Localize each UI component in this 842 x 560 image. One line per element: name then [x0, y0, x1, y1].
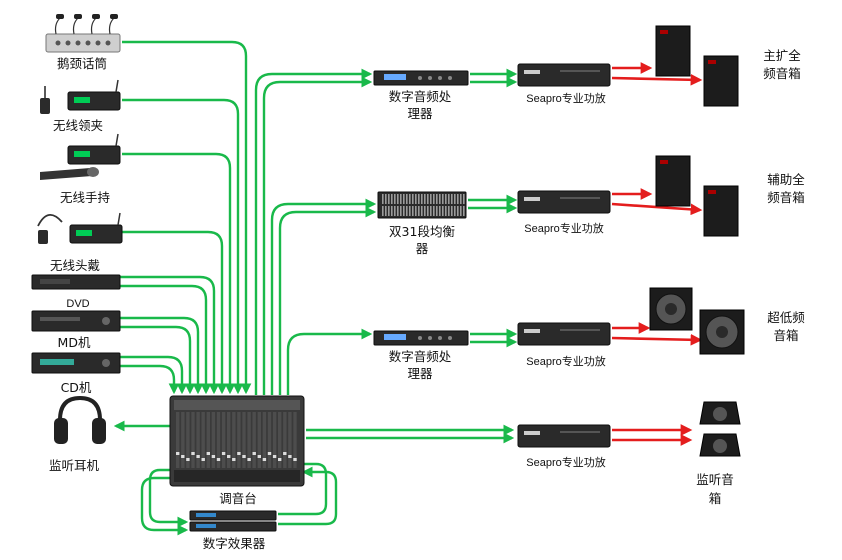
line-gooseneck — [122, 40, 252, 395]
dsp1-label-line1: 数字音频处 — [389, 89, 452, 104]
source-signal-lines — [120, 40, 252, 395]
sub-speaker-label-line2: 音箱 — [773, 328, 798, 343]
wireless-headset-receiver-rack — [31, 274, 121, 290]
processor-to-amp-lines — [468, 68, 518, 348]
line-handheld — [122, 152, 236, 395]
line-lavalier — [122, 98, 244, 395]
line-headset-mic — [122, 230, 228, 395]
main-speaker-label-line1: 主扩全 — [763, 48, 801, 63]
sub-speaker-label-line1: 超低频 — [767, 310, 805, 325]
wireless-headset-label: 无线头戴 — [50, 258, 100, 273]
amplifier-aux — [517, 190, 611, 214]
wireless-headset-devices — [37, 212, 123, 244]
out-eq-b — [278, 206, 377, 395]
line-cd — [120, 364, 180, 395]
dsp2-label-line1: 数字音频处 — [389, 349, 452, 364]
headphones — [54, 395, 106, 444]
eq-label-line2: 器 — [416, 241, 429, 256]
cd-label: CD机 — [61, 380, 92, 395]
gooseneck-mic-receiver — [45, 14, 121, 53]
mixer-label: 调音台 — [219, 491, 257, 506]
dsp2-label-line2: 理器 — [407, 366, 433, 381]
aux-speaker-label-line1: 辅助全 — [767, 172, 805, 187]
subwoofers — [649, 287, 745, 355]
line-dvd-b — [120, 325, 196, 395]
main-speakers — [655, 25, 739, 107]
wireless-lavalier-devices — [40, 79, 121, 114]
amp-aux-label: Seapro专业功放 — [524, 221, 603, 235]
md-player — [31, 352, 121, 374]
out-eq-a — [270, 198, 377, 395]
speaker-cable-lines — [611, 62, 703, 446]
mixer-channel-strips — [176, 412, 297, 468]
amplifier-monitor — [517, 424, 611, 448]
dvd-label: DVD — [66, 298, 89, 310]
dvd-player — [31, 310, 121, 332]
md-label: MD机 — [58, 335, 91, 350]
monitor-speaker-label-line1: 监听音 — [696, 472, 734, 487]
fx-return-b — [278, 466, 338, 526]
dsp-processor-2 — [373, 330, 469, 346]
amplifier-main — [517, 63, 611, 87]
dsp-processor-1 — [373, 70, 469, 86]
wireless-handheld-label: 无线手持 — [60, 190, 110, 205]
eq-processor — [377, 191, 467, 219]
gooseneck-mic-label: 鹅颈话筒 — [57, 56, 107, 71]
fx-return-a — [278, 458, 328, 516]
eq-slider-bank — [382, 194, 465, 216]
wireless-handheld-devices — [40, 133, 121, 180]
monitor-speakers — [699, 401, 741, 457]
amp-main-label: Seapro专业功放 — [526, 91, 605, 105]
mixer-output-lines — [113, 68, 515, 444]
aux-speaker-label-line2: 频音箱 — [767, 190, 805, 205]
effects-processor — [189, 510, 277, 532]
wireless-lavalier-label: 无线领夹 — [53, 118, 103, 133]
line-md — [120, 355, 188, 395]
out-dsp1-a — [254, 68, 373, 395]
line-dvd-a — [120, 316, 204, 395]
line-headset-a — [120, 275, 220, 395]
main-speaker-label-line2: 频音箱 — [763, 66, 801, 81]
amp-sub-label: Seapro专业功放 — [526, 354, 605, 368]
fx-send-b — [148, 468, 189, 528]
out-dsp2 — [286, 328, 373, 395]
amplifier-sub — [517, 322, 611, 346]
monitor-speaker-label-line2: 箱 — [709, 491, 722, 506]
mixer-console — [169, 395, 305, 487]
headphones-label: 监听耳机 — [49, 458, 100, 473]
eq-label-line1: 双31段均衡 — [389, 224, 455, 239]
amp-monitor-label: Seapro专业功放 — [526, 455, 605, 469]
line-headset-b — [120, 284, 212, 395]
effects-label: 数字效果器 — [203, 536, 266, 551]
out-dsp1-b — [262, 76, 373, 395]
dsp1-label-line2: 理器 — [407, 106, 433, 121]
effects-loop-lines — [140, 458, 338, 536]
aux-speakers — [655, 155, 739, 237]
